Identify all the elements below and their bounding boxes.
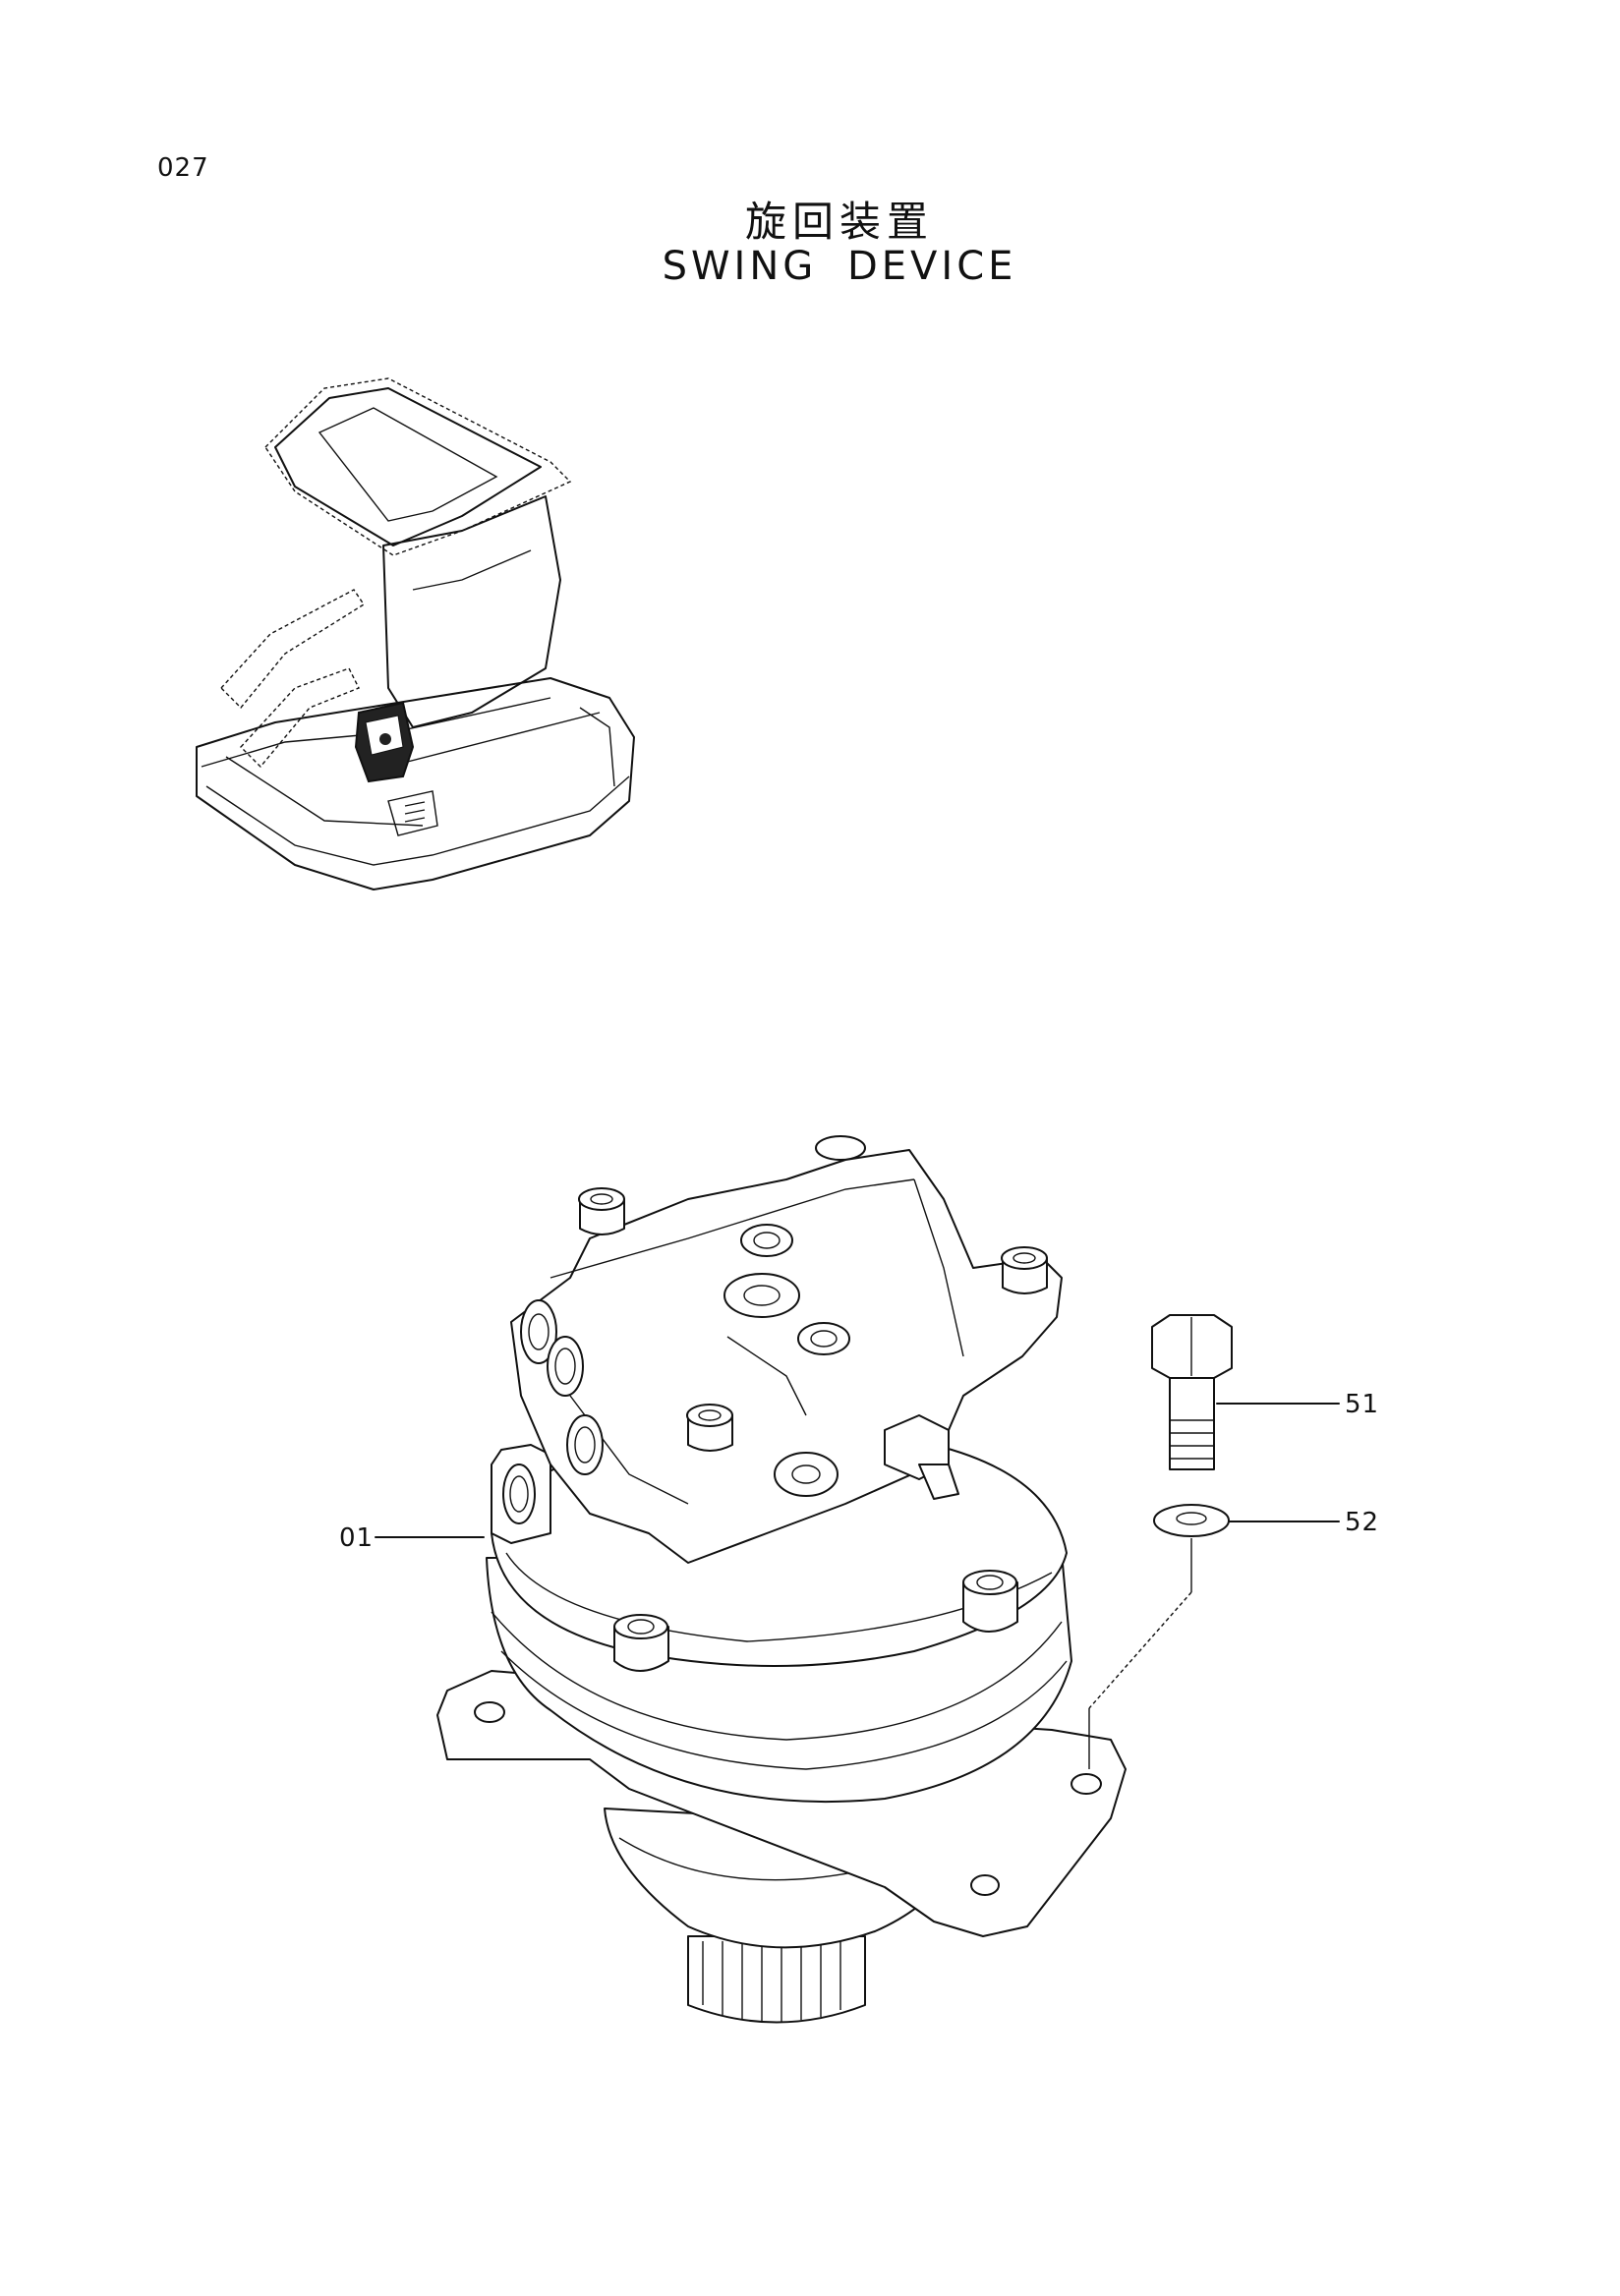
page-title-english: SWING DEVICE [662, 244, 1017, 289]
callout-label-01: 01 [339, 1523, 375, 1553]
pinion-gear [687, 1935, 866, 2024]
page-number: 027 [157, 153, 209, 183]
swing-device-highlight [354, 701, 415, 783]
washer-part-52 [1088, 1504, 1340, 1769]
page-title-japanese: 旋回装置 [744, 198, 934, 246]
valve-block [491, 1135, 1063, 1564]
callout-label-51: 51 [1345, 1390, 1380, 1419]
callout-label-52: 52 [1345, 1508, 1380, 1537]
cab-seat-outline [196, 377, 635, 890]
bolt-part-51 [1151, 1314, 1340, 1470]
